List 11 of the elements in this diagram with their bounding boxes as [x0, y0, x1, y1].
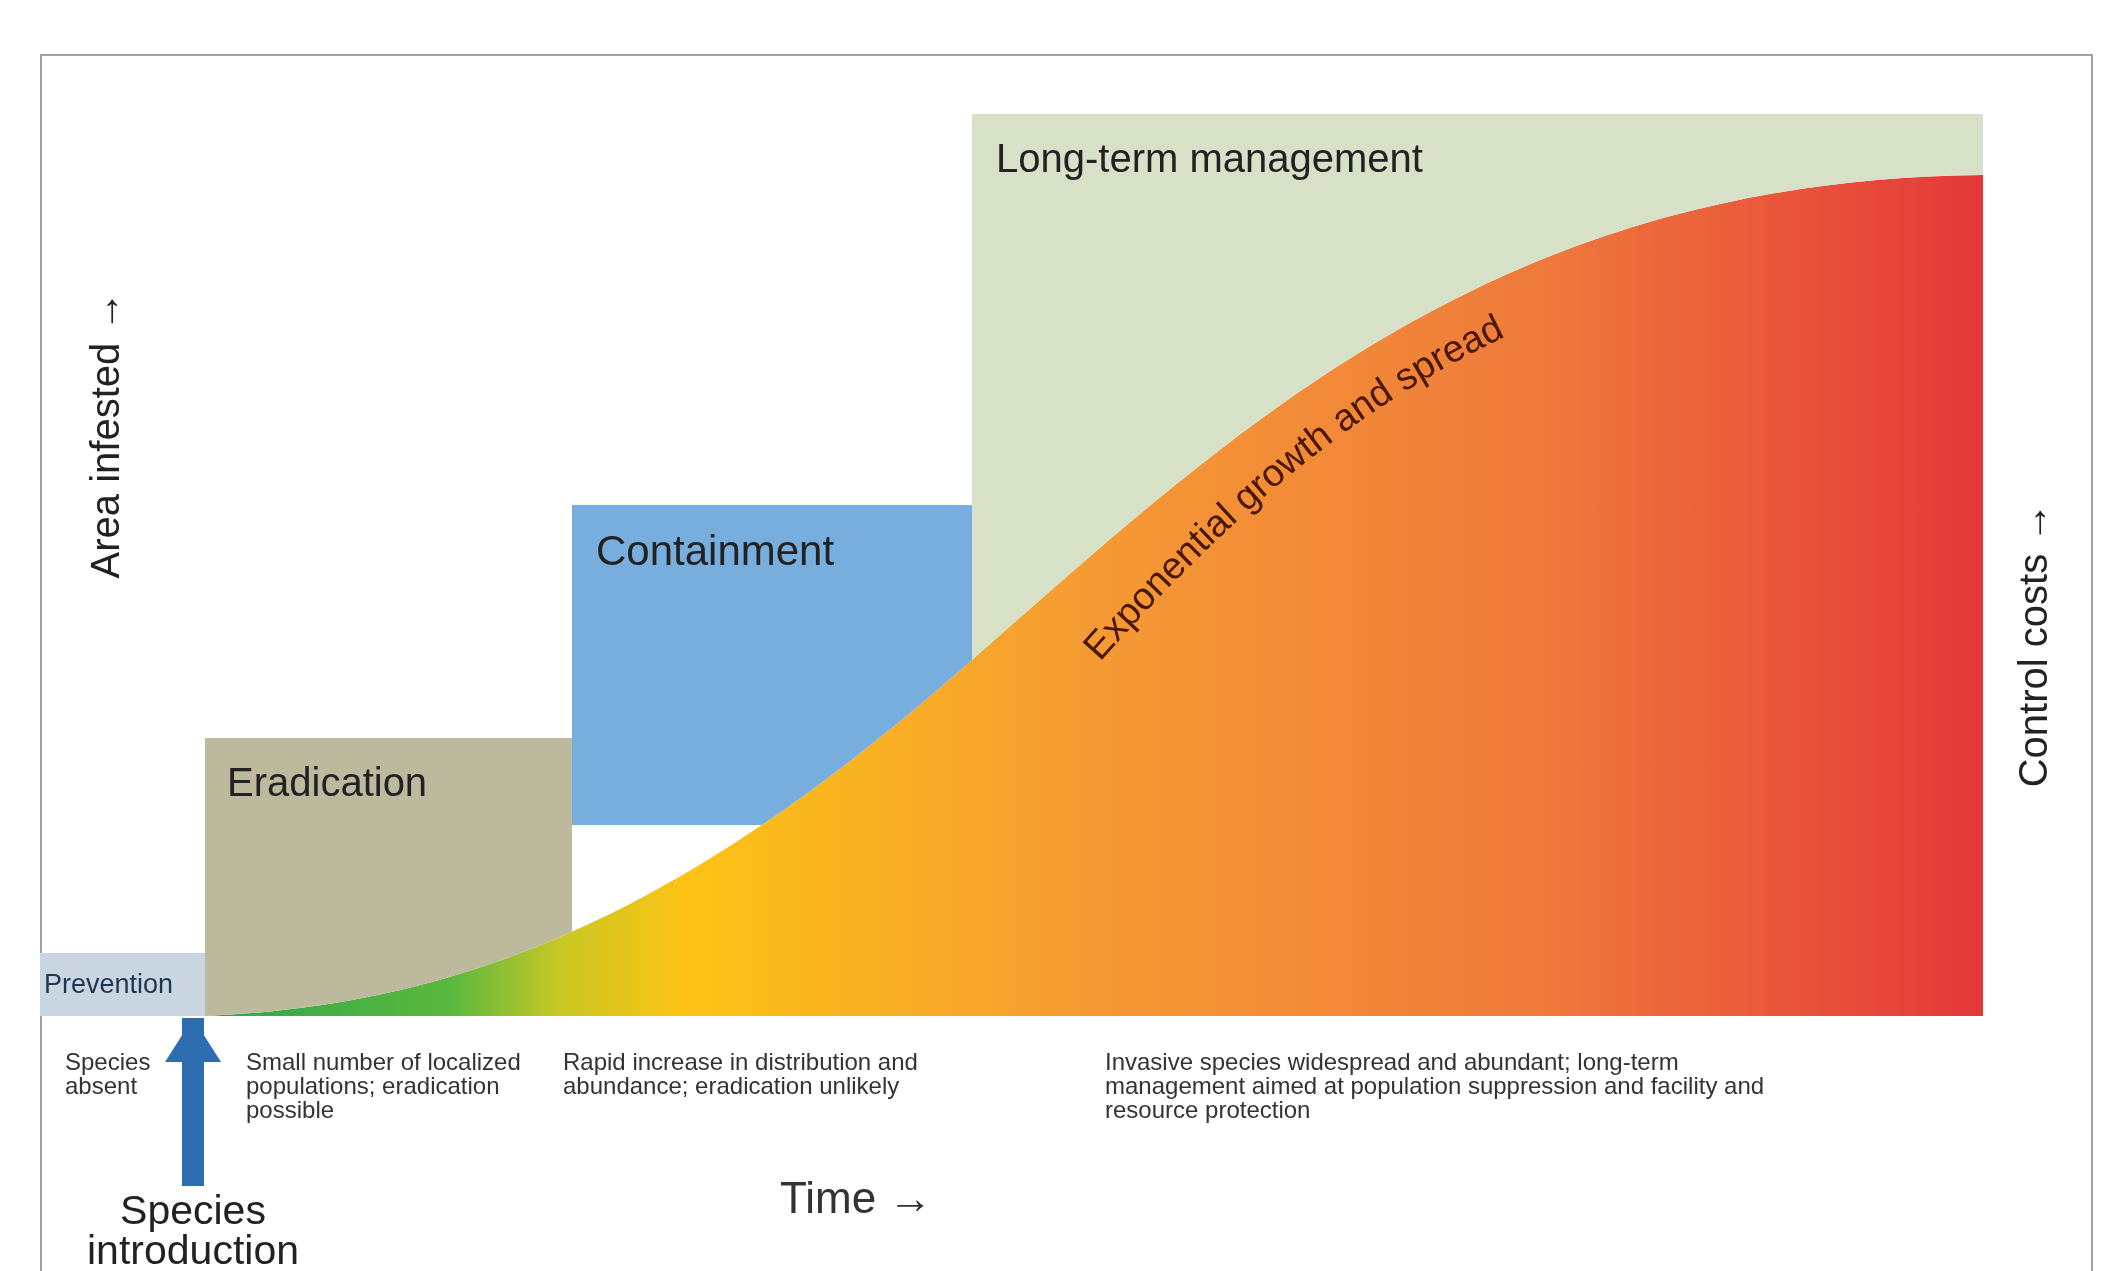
stage-box: Eradication [205, 738, 572, 1016]
axis-label: Time → [780, 1176, 934, 1220]
axis-label: Control costs → [2013, 502, 2053, 788]
axis-label: Area infested → [85, 291, 125, 579]
description-text: Species absent [65, 1050, 152, 1098]
description-text: Small number of localized populations; eradication possible [246, 1050, 522, 1122]
stage-box: Prevention [40, 953, 205, 1016]
arrow [165, 1018, 221, 1186]
description-text: Invasive species widespread and abundant; long-term management aimed at population suppression and facility and resource protection [1105, 1050, 1766, 1122]
caption-text: Species introduction [63, 1190, 323, 1270]
description-text: Rapid increase in distribution and abundance; eradication unlikely [563, 1050, 919, 1098]
